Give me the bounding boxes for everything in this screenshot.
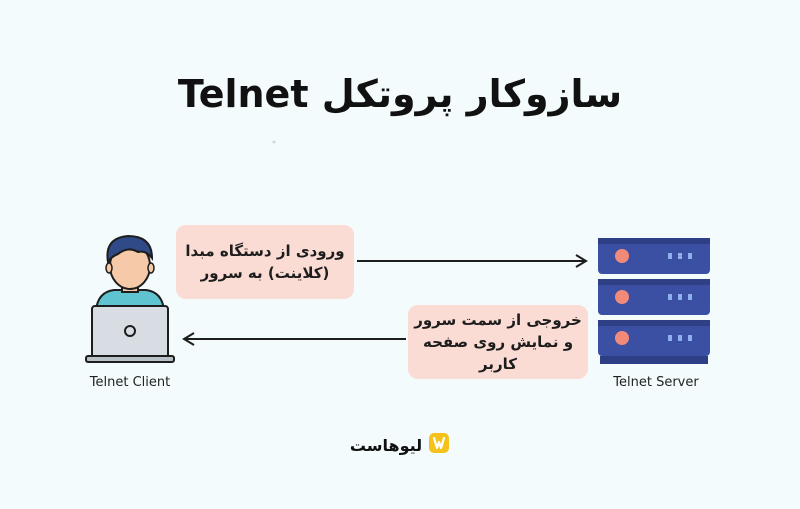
diagram-title: سازوکار پروتکل Telnet [177,72,623,116]
input-bubble-line1: ورودی از دستگاه مبدا [185,242,345,260]
input-bubble-line2: (کلاینت) به سرور [200,264,330,282]
client-label: Telnet Client [89,375,171,390]
brand-logo: لیوهاست [340,430,460,460]
arrow-server-to-client [182,332,406,346]
server-rack-icon [598,238,710,364]
arrow-client-to-server [357,254,588,268]
decor-dot [272,140,276,144]
output-bubble-line2: و نمایش روی صفحه کاربر [422,333,574,373]
logo-icon [428,432,450,458]
logo-text: لیوهاست [349,435,423,455]
output-bubble-line1: خروجی از سمت سرور [414,311,582,329]
server-label: Telnet Server [613,375,699,390]
output-bubble: خروجی از سمت سرور و نمایش روی صفحه کاربر [408,305,588,379]
user-with-laptop-icon [85,234,175,363]
input-bubble: ورودی از دستگاه مبدا (کلاینت) به سرور [176,225,354,299]
